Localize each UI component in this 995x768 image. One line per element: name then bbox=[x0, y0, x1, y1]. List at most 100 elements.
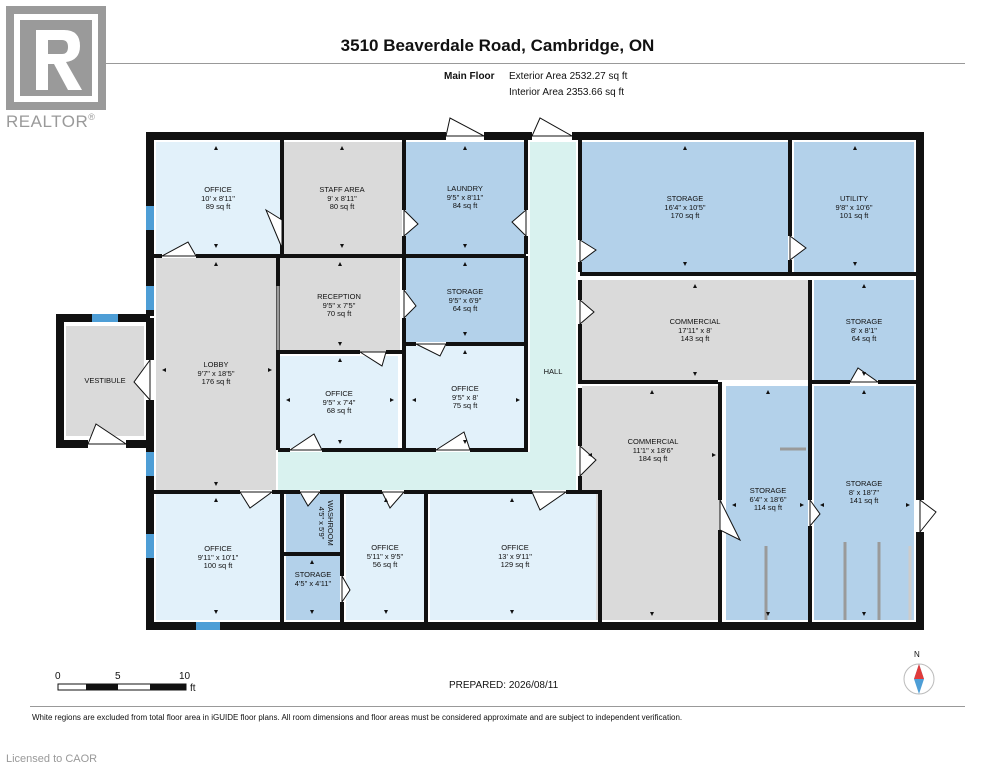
door-swing bbox=[87, 423, 128, 445]
room-dims: 17'11" x 8' bbox=[678, 325, 712, 335]
room-name: OFFICE bbox=[325, 389, 353, 398]
floor-label: Main Floor bbox=[444, 71, 495, 82]
room-fills bbox=[66, 142, 914, 620]
disclaimer: White regions are excluded from total fl… bbox=[32, 713, 683, 722]
door-swing bbox=[403, 208, 419, 238]
door-swing bbox=[531, 491, 568, 511]
room-dims: 8' x 18'7" bbox=[848, 487, 880, 497]
fill-washroom bbox=[286, 494, 340, 552]
exterior-area: Exterior Area 2532.27 sq ft bbox=[509, 71, 628, 82]
scale-bar bbox=[57, 683, 187, 691]
room-name: COMMERCIAL bbox=[669, 317, 721, 326]
room-name: OFFICE bbox=[204, 185, 232, 194]
compass-icon bbox=[903, 663, 935, 695]
door-swing bbox=[579, 444, 597, 478]
room-name: OFFICE bbox=[501, 543, 529, 552]
room-dims: 10' x 8'11" bbox=[201, 193, 235, 203]
window bbox=[146, 286, 154, 310]
fill-commercial1 bbox=[582, 280, 808, 380]
realtor-logo-icon bbox=[6, 6, 106, 110]
room-area: 176 sq ft bbox=[201, 377, 231, 386]
room-name: OFFICE bbox=[451, 384, 479, 393]
room-area: 114 sq ft bbox=[753, 503, 783, 512]
door-swing bbox=[133, 358, 151, 402]
door-swing bbox=[579, 298, 595, 326]
room-dims: 9'11" x 10'1" bbox=[197, 552, 239, 562]
room-dims: 13' x 9'11" bbox=[498, 551, 532, 561]
fixtures bbox=[276, 286, 912, 620]
fill-office1 bbox=[156, 142, 280, 254]
room-area: 129 sq ft bbox=[500, 560, 530, 569]
room-area: 143 sq ft bbox=[680, 334, 710, 343]
scale-label-5: 5 bbox=[115, 671, 121, 682]
room-area: 84 sq ft bbox=[452, 201, 478, 210]
room-name: STORAGE bbox=[845, 317, 883, 326]
room-area: 170 sq ft bbox=[670, 211, 700, 220]
room-dims: 9'5" x 7'4" bbox=[322, 397, 356, 407]
fill-office4 bbox=[156, 494, 280, 620]
door-swing bbox=[341, 574, 351, 604]
interior-walls bbox=[152, 140, 920, 626]
window bbox=[146, 206, 154, 230]
door-swing bbox=[789, 235, 807, 261]
fill-storage3 bbox=[814, 280, 914, 380]
room-area: 64 sq ft bbox=[452, 304, 478, 313]
license-text: Licensed to CAOR bbox=[6, 753, 98, 765]
fill-office2 bbox=[280, 356, 398, 448]
door-swing bbox=[239, 491, 274, 509]
fill-storage5 bbox=[814, 386, 914, 620]
scale-label-0: 0 bbox=[55, 671, 61, 682]
room-area: 184 sq ft bbox=[638, 454, 668, 463]
brand-registered-mark: ® bbox=[88, 112, 96, 122]
exterior-walls bbox=[56, 132, 924, 630]
door-swing bbox=[415, 343, 447, 357]
room-area: 56 sq ft bbox=[372, 560, 398, 569]
room-area: 89 sq ft bbox=[205, 202, 231, 211]
room-dims: 9'5" x 7'5" bbox=[322, 300, 356, 310]
room-dims: 4'5" x 5'9" bbox=[317, 506, 327, 540]
room-name: STAFF AREA bbox=[319, 185, 365, 194]
door-swing bbox=[264, 208, 283, 249]
room-area: 80 sq ft bbox=[329, 202, 355, 211]
room-area: 68 sq ft bbox=[326, 406, 352, 415]
room-name: HALL bbox=[543, 367, 563, 376]
fill-laundry bbox=[406, 142, 524, 254]
room-area: 75 sq ft bbox=[452, 401, 478, 410]
interior-area: Interior Area 2353.66 sq ft bbox=[509, 87, 625, 98]
door-swing bbox=[445, 117, 485, 137]
doors bbox=[87, 117, 937, 604]
header-divider bbox=[30, 63, 965, 64]
room-dims: 6'4" x 18'6" bbox=[749, 494, 787, 504]
door-swing bbox=[531, 117, 574, 137]
scale-label-10: 10 bbox=[179, 671, 191, 682]
scale-unit: ft bbox=[190, 683, 196, 694]
room-dims: 9'7" x 18'5" bbox=[197, 368, 235, 378]
room-vestibule: VESTIBULE bbox=[66, 376, 144, 386]
room-name: STORAGE bbox=[446, 287, 484, 296]
realtor-wordmark: REALTOR® bbox=[6, 112, 95, 132]
fill-commercial2 bbox=[582, 386, 722, 620]
door-swing bbox=[579, 239, 597, 263]
fill-hall bbox=[530, 142, 576, 490]
fill-reception bbox=[280, 258, 400, 352]
door-swing bbox=[358, 351, 387, 367]
window bbox=[92, 314, 118, 322]
room-dims: 5'11" x 9'5" bbox=[366, 551, 404, 561]
room-hall: HALL bbox=[530, 367, 576, 377]
fill-staff bbox=[284, 142, 402, 254]
